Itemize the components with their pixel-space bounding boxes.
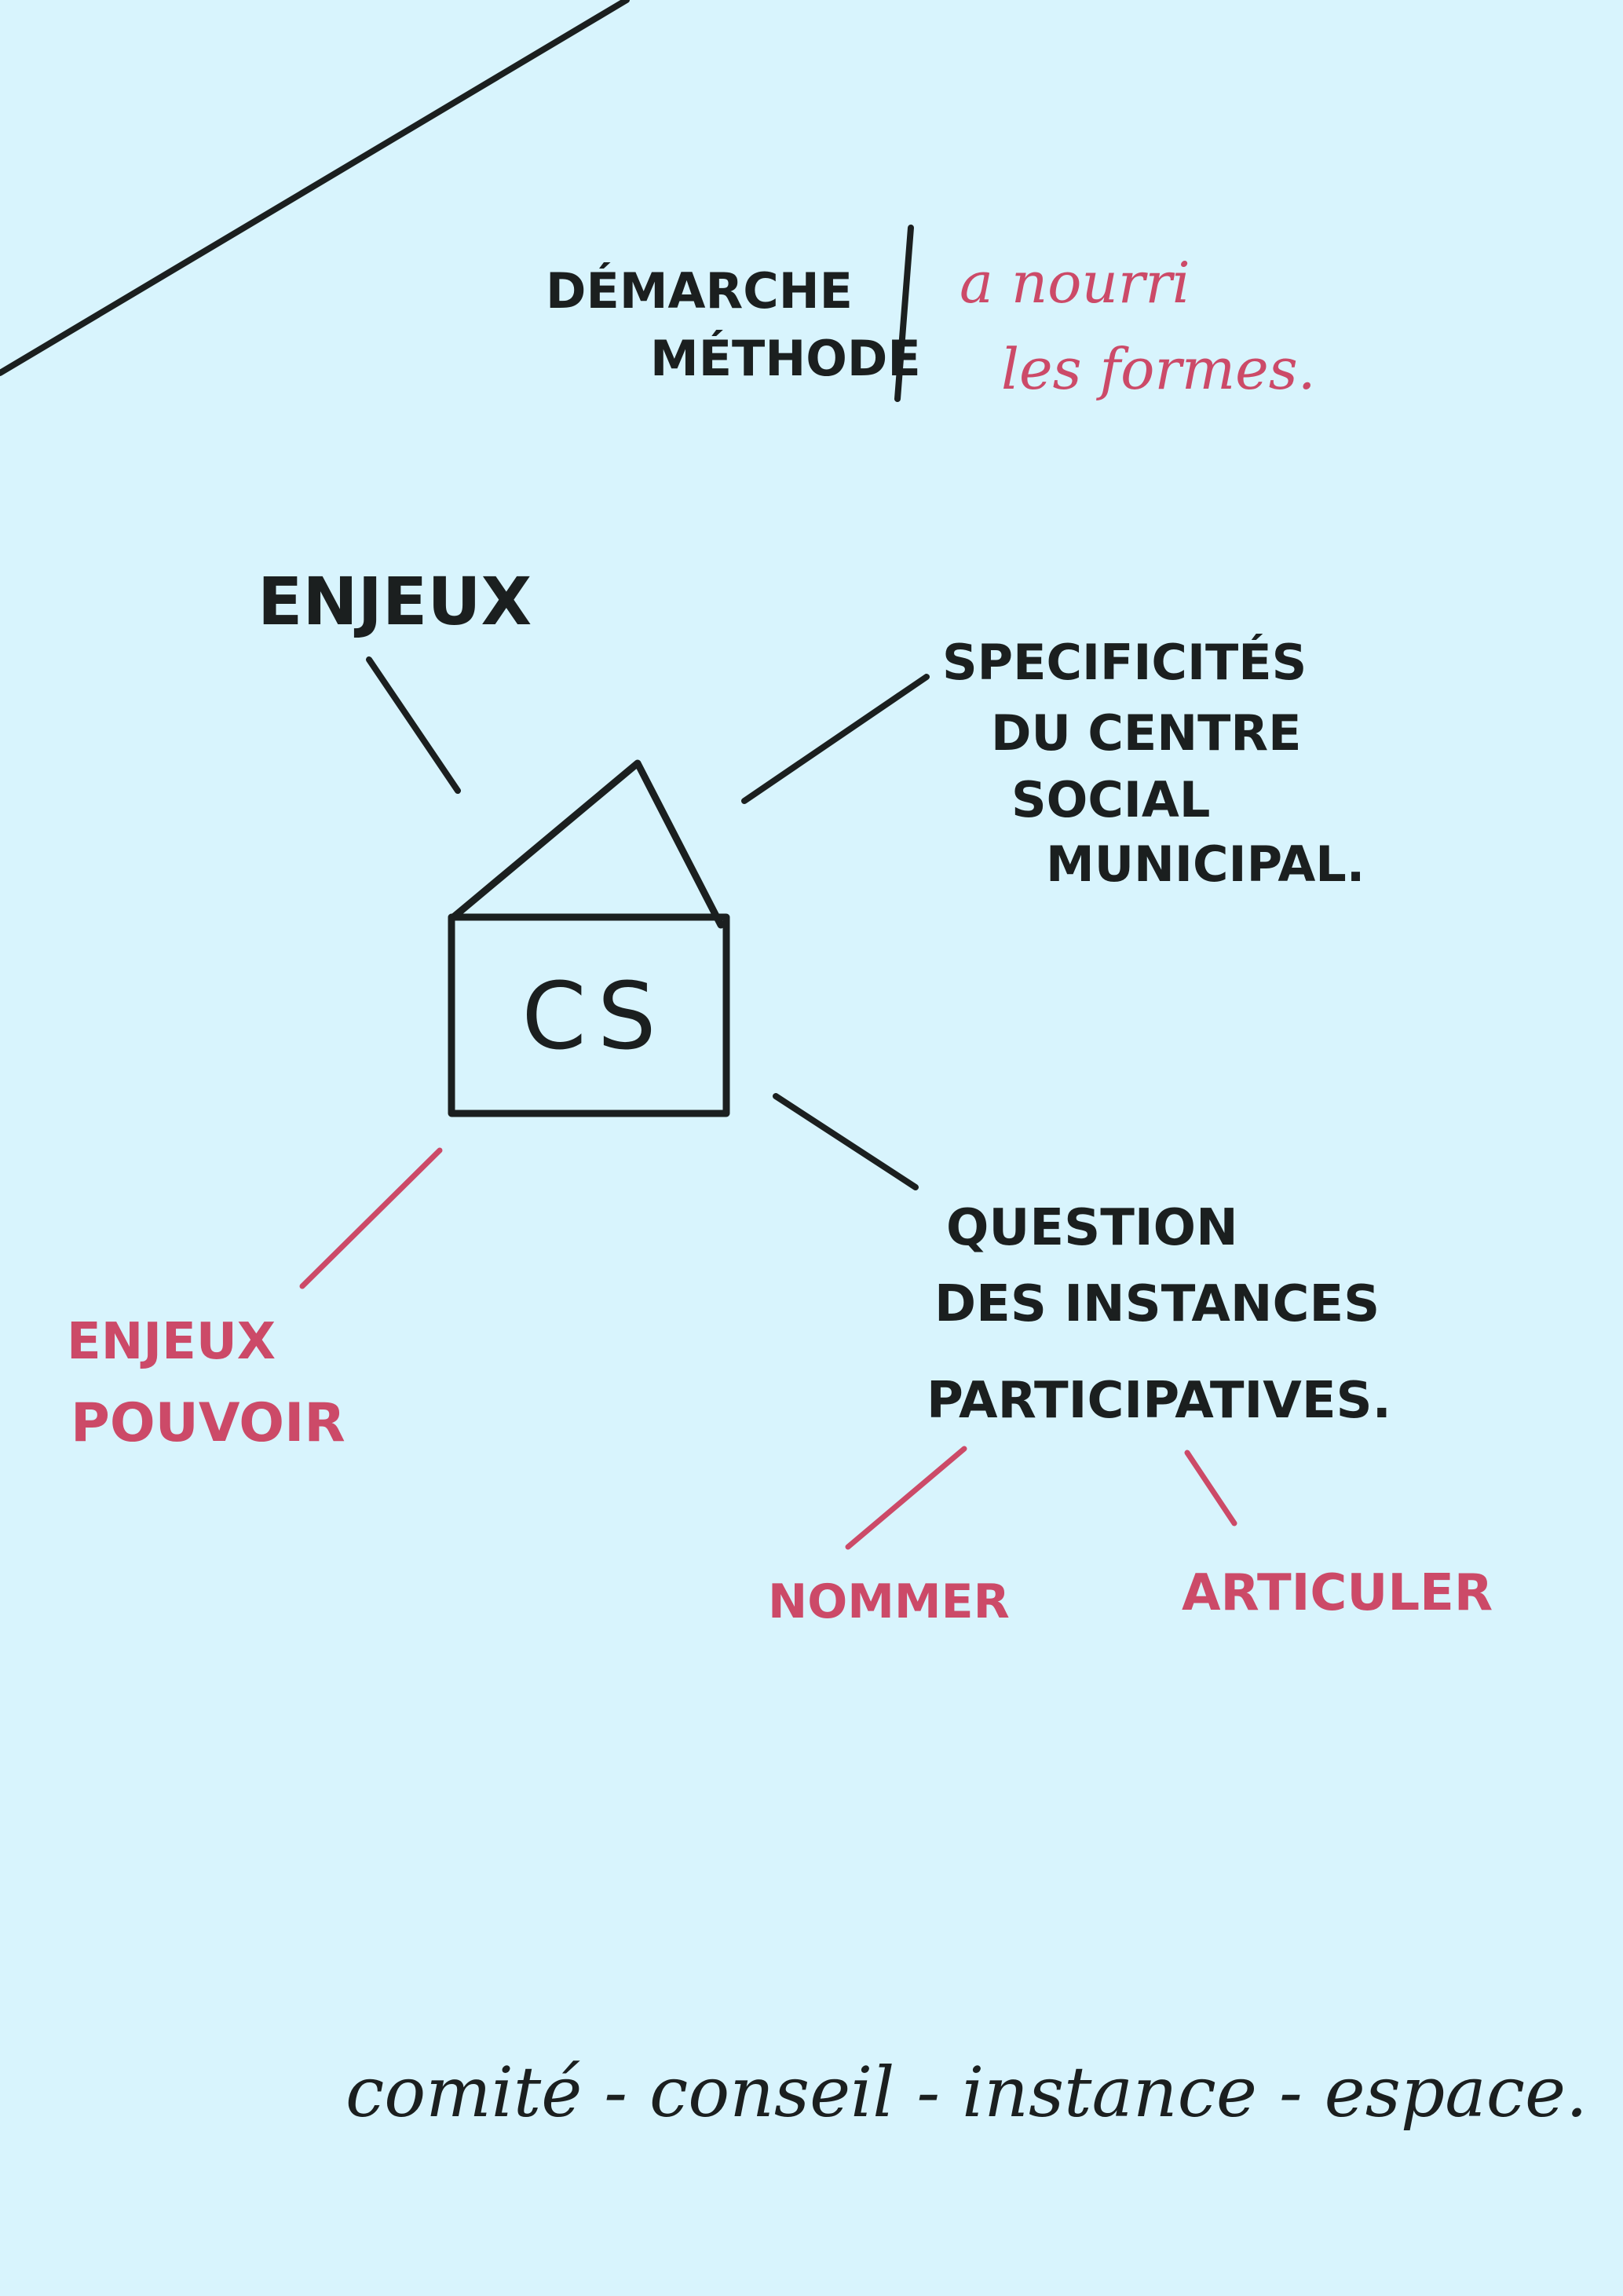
connector-enjeux-pouvoir	[299, 1147, 443, 1289]
label-nommer: NOMMER	[768, 1574, 1010, 1629]
house-body	[448, 913, 730, 1117]
central-house	[448, 759, 730, 1117]
label-enjeux: ENJEUX	[258, 563, 532, 640]
label-question-2: DES INSTANCES	[934, 1275, 1380, 1333]
label-articuler: ARTICULER	[1182, 1564, 1493, 1622]
label-nourri-1: a nourri	[960, 250, 1190, 316]
connector-nommer	[845, 1446, 967, 1550]
connector-specificites	[741, 674, 930, 804]
label-enjeux-pouvoir-1: ENJEUX	[67, 1313, 276, 1371]
label-specificites-2: DU CENTRE	[991, 704, 1302, 762]
label-question-1: QUESTION	[946, 1199, 1238, 1257]
connector-question	[773, 1093, 919, 1190]
divider-methode	[894, 225, 914, 402]
label-specificites-1: SPECIFICITÉS	[942, 634, 1307, 691]
label-methode: MÉTHODE	[650, 330, 921, 387]
connector-enjeux	[366, 656, 461, 794]
house-roof	[448, 759, 725, 929]
label-enjeux-pouvoir-2: POUVOIR	[71, 1392, 345, 1454]
footer-note: comité - conseil - instance - espace.	[345, 2052, 1588, 2133]
label-specificites-3: SOCIAL	[1011, 771, 1210, 828]
connector-articuler	[1184, 1450, 1237, 1526]
connector-demarche	[0, 0, 630, 376]
center-label: CS	[521, 962, 667, 1070]
label-demarche: DÉMARCHE	[546, 262, 853, 320]
label-nourri-2: les formes.	[1001, 336, 1316, 402]
label-specificites-4: MUNICIPAL.	[1046, 835, 1365, 893]
label-question-3: PARTICIPATIVES.	[927, 1372, 1391, 1430]
